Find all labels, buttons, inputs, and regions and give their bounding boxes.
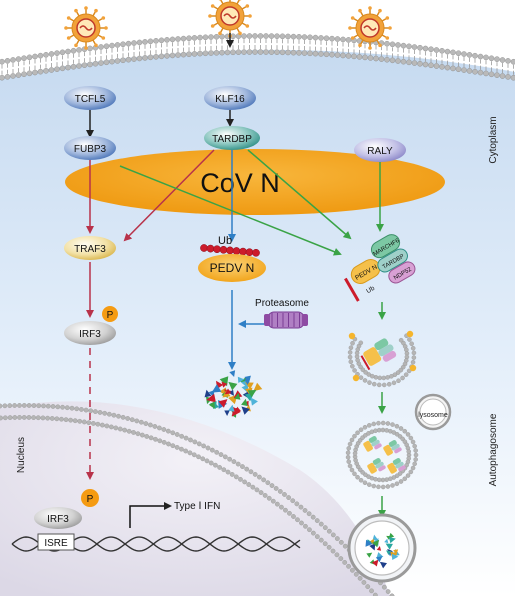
lysosome — [414, 393, 452, 431]
isre-box — [37, 533, 75, 551]
raly-label: RALY — [367, 146, 393, 157]
ub-label: Ub — [218, 235, 232, 247]
lysosome-label: lysosome — [418, 412, 448, 419]
klf16-label: KLF16 — [215, 94, 245, 105]
nuclear-irf3-label: IRF3 — [47, 514, 69, 525]
nucleus-region — [0, 401, 390, 596]
arrow-fubp3-complex — [119, 165, 342, 256]
complex-ub-label: Ub — [365, 285, 376, 295]
degraded-fragments — [204, 370, 263, 418]
autophagosome-label: Autophagosome — [488, 413, 499, 486]
pedv-n-shape — [198, 254, 266, 282]
tardbp-label: TARDBP — [212, 134, 252, 145]
nuclear-phospho-icon — [81, 489, 99, 507]
node-raly: RALY — [354, 138, 406, 162]
virus-icon — [348, 6, 392, 50]
proteasome-label: Proteasome — [255, 298, 309, 309]
pedv-n-ubiquitinated: Ub PEDV N — [198, 235, 266, 282]
cov-n-label: CoV N — [200, 168, 280, 198]
arrow-tardbp-traf3 — [123, 149, 215, 242]
virus-icon — [64, 6, 108, 50]
phospho-label: P — [107, 310, 114, 321]
fubp3-label: FUBP3 — [74, 144, 107, 155]
nuclear-phospho-label: P — [87, 494, 94, 505]
nuclear-membrane — [0, 403, 395, 596]
irf3-label: IRF3 — [79, 329, 101, 340]
ubiquitin-chain — [200, 244, 260, 257]
cov-n-ellipse — [65, 149, 445, 215]
isre-label: ISRE — [44, 538, 68, 549]
pedv-n-label: PEDV N — [210, 261, 255, 275]
arrow-tardbp-complex — [247, 149, 352, 240]
autolysosome-fragments — [365, 532, 400, 569]
node-fubp3: FUBP3 — [64, 136, 116, 160]
phospho-icon — [102, 306, 118, 322]
type-i-ifn-label: Type Ⅰ IFN — [174, 501, 220, 512]
pedvn-complex: PEDV N MARCHF6 TARDBP NDP52 Ub — [344, 234, 416, 302]
node-traf3: TRAF3 — [64, 236, 116, 260]
node-klf16: KLF16 — [204, 86, 256, 110]
virus-icon — [208, 0, 252, 38]
proteasome-icon: Proteasome — [255, 298, 309, 329]
node-irf3: IRF3 P — [64, 306, 118, 345]
phagophore-cargo — [360, 338, 397, 371]
dna-helix: ISRE — [11, 533, 301, 552]
autophagosome-cargo — [363, 436, 406, 474]
traf3-label: TRAF3 — [74, 244, 106, 255]
node-tardbp: TARDBP — [204, 126, 260, 150]
phagophore — [347, 330, 417, 388]
nucleus-label: Nucleus — [16, 437, 27, 473]
nuclear-irf3: IRF3 P — [34, 489, 99, 529]
tcfl5-label: TCFL5 — [75, 94, 106, 105]
autolysosome — [347, 513, 417, 583]
cytoplasm-label: Cytoplasm — [488, 116, 499, 163]
plasma-membrane — [0, 33, 515, 81]
virus-particles — [64, 0, 392, 50]
node-tcfl5: TCFL5 — [64, 86, 116, 110]
autophagosome — [345, 420, 419, 490]
transcription-arrow — [129, 502, 172, 528]
